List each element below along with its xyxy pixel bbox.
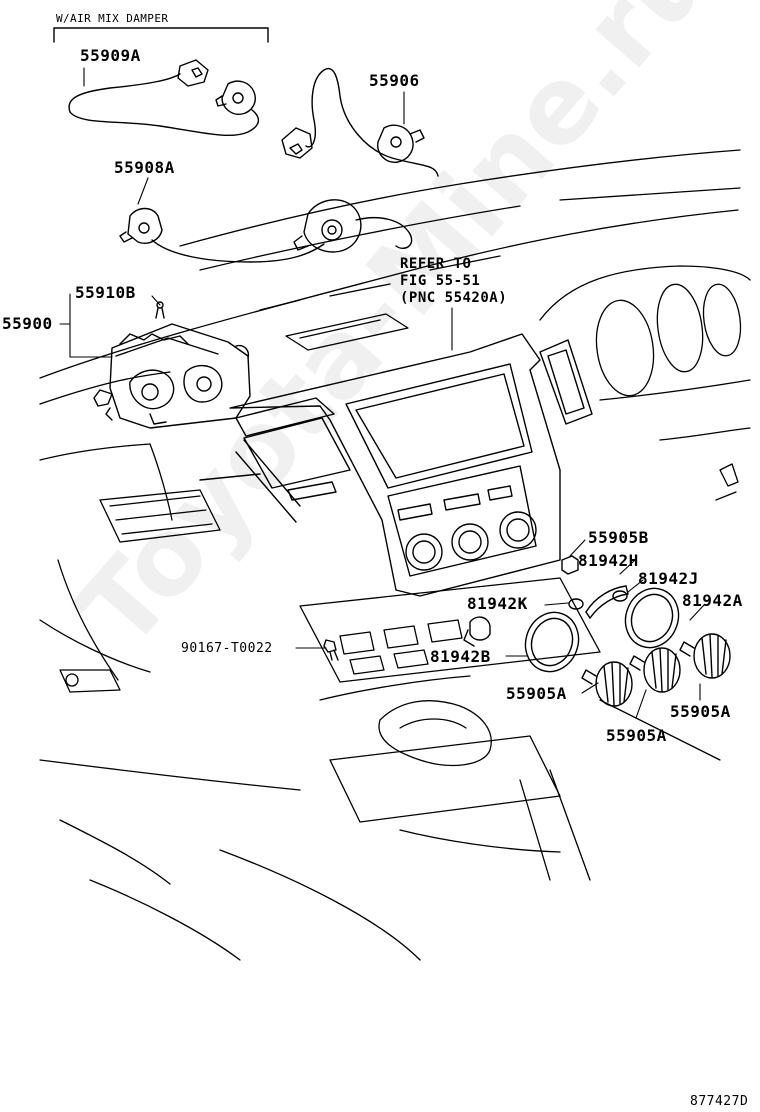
refer-line-1: REFER TO (400, 256, 472, 272)
label-81942H: 81942H (578, 551, 639, 570)
label-55910B: 55910B (75, 283, 136, 302)
damper-bracket (53, 27, 269, 43)
label-refer-to: REFER TO FIG 55-51 (PNC 55420A) (400, 256, 507, 307)
knob-icon (679, 633, 731, 679)
knob-icon (629, 647, 681, 693)
cable-55908A-icon (119, 199, 413, 263)
label-air-mix-damper: W/AIR MIX DAMPER (56, 12, 169, 25)
figure-code: 877427D (690, 1094, 749, 1109)
refer-line-3: (PNC 55420A) (400, 290, 508, 306)
label-55905A-bottom: 55905A (606, 726, 667, 745)
label-55906: 55906 (369, 71, 420, 90)
label-55900: 55900 (2, 314, 53, 333)
label-81942J: 81942J (638, 569, 699, 588)
small-parts-icon (323, 555, 731, 707)
label-81942A: 81942A (682, 591, 743, 610)
dashboard-outline-icon (39, 149, 751, 961)
cable-55909A-icon (68, 59, 259, 137)
label-55905A-left: 55905A (506, 684, 567, 703)
label-81942B: 81942B (430, 647, 491, 666)
cable-55906-icon (281, 67, 439, 177)
label-90167-T0022: 90167-T0022 (181, 641, 273, 656)
label-55905A-right: 55905A (670, 702, 731, 721)
center-panel-icon (199, 333, 593, 597)
refer-line-2: FIG 55-51 (400, 273, 481, 289)
label-55908A: 55908A (114, 158, 175, 177)
leader-lines (59, 67, 705, 719)
knob-icon (581, 661, 633, 707)
label-55909A: 55909A (80, 46, 141, 65)
label-81942K: 81942K (467, 594, 528, 613)
label-55905B: 55905B (588, 528, 649, 547)
heater-control-unit-icon (93, 301, 251, 429)
